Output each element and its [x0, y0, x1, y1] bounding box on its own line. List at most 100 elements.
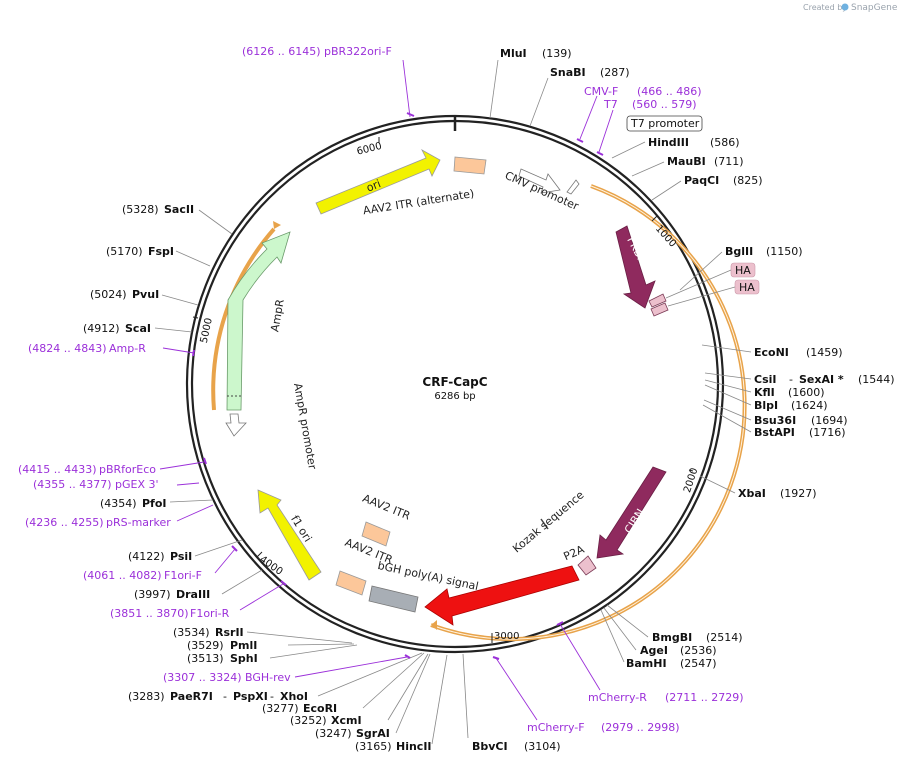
tick-6000: 6000: [356, 141, 383, 158]
site-hincii-pos: (3165): [355, 740, 392, 753]
site-csii-pos: (1544): [858, 373, 895, 386]
snapgene-logo-icon: [841, 3, 849, 11]
primer-prsmarker-range: (4236 .. 4255): [25, 516, 104, 529]
tick-3000: 3000: [494, 631, 519, 642]
leader-maubi: [631, 161, 665, 177]
leader-sphi: [269, 644, 358, 659]
leader-bstapi: [702, 404, 752, 433]
site-bmgbi-name: BmgBI: [652, 631, 692, 644]
leader-xcmi: [387, 653, 429, 721]
primer-leader-f1orif: [214, 548, 236, 574]
primer-t7-name: T7: [603, 98, 618, 111]
site-econi-pos: (1459): [806, 346, 843, 359]
site-maubi-pos: (711): [714, 155, 744, 168]
primer-mcherryf-name: mCherry-F: [527, 721, 585, 734]
site-psii-pos: (4122): [128, 550, 165, 563]
ha-label-1: HA: [735, 264, 751, 277]
leader-fspi: [175, 250, 211, 267]
site-pvui-pos: (5024): [90, 288, 127, 301]
leader-pfoi: [169, 499, 214, 503]
leader-blpi: [704, 384, 752, 406]
site-ecori-name: EcoRI: [303, 702, 337, 715]
site-sphi-pos: (3513): [187, 652, 224, 665]
site-pfoi-name: PfoI: [142, 497, 167, 510]
leader-psii: [194, 539, 243, 557]
leader-bamhi: [600, 609, 625, 663]
site-hindiii-pos: (586): [710, 136, 740, 149]
mcherry-feature: [424, 565, 580, 626]
leader-paer7i: [317, 652, 423, 697]
site-bglii-pos: (1150): [766, 245, 803, 258]
site-bsu36i-name: Bsu36I: [754, 414, 796, 427]
credit-prefix: Created by: [803, 3, 847, 12]
tick-4000-mark: [256, 551, 263, 558]
leader-ecori: [362, 652, 425, 709]
site-maubi-name: MauBI: [667, 155, 706, 168]
site-blpi-name: BlpI: [754, 399, 778, 412]
site-paer7i-name: PaeR7I: [170, 690, 213, 703]
t7-promoter-label: T7 promoter: [630, 117, 700, 130]
ha-tag-1: [648, 293, 667, 308]
leader-kfli: [704, 379, 752, 393]
primer-ampr-name: Amp-R: [109, 342, 146, 355]
f1-ori-feature: [257, 489, 322, 581]
primer-mark-mcherryf: [492, 656, 500, 660]
site-xbai-name: XbaI: [738, 487, 766, 500]
site-draiii-pos: (3997): [134, 588, 171, 601]
primer-mark-cmvf: [576, 138, 584, 143]
primer-mark-bghrev: [404, 654, 411, 659]
primer-leader-bghrev: [294, 656, 408, 678]
aav2-itr-alt-label: AAV2 ITR (alternate): [362, 187, 475, 217]
site-xcmi-pos: (3252): [290, 714, 327, 727]
primer-leader-pgex3: [176, 482, 200, 486]
ha-tag-2: [650, 302, 669, 317]
tick-labels: 1000 2000 3000 4000 5000 6000: [192, 137, 700, 643]
site-bglii-name: BglII: [725, 245, 753, 258]
aav2-itr-feature-2: [335, 570, 367, 596]
primer-pbrforeco-name: pBRforEco: [99, 463, 156, 476]
t7-promoter-callout: T7 promoter: [626, 115, 703, 132]
ampr-promoter-label: AmpR promoter: [291, 382, 319, 471]
plasmid-name: CRF-CapC: [422, 375, 487, 389]
primer-prsmarker-name: pRS-marker: [106, 516, 171, 529]
plasmid-size: 6286 bp: [434, 391, 475, 402]
primer-bghrev-range: (3307 .. 3324): [163, 671, 242, 684]
ha-leader-2: [667, 286, 736, 307]
site-psii-name: PsiI: [170, 550, 192, 563]
site-csii-name: CsiI: [754, 373, 776, 386]
bgh-feature: [368, 585, 419, 613]
ampr-feature: [226, 231, 291, 411]
orf-arc-main-arrowhead: [431, 620, 437, 630]
primer-cmvf-name: CMV-F: [584, 85, 618, 98]
kozak-mark: [540, 518, 549, 530]
primer-pgex3-range: (4355 .. 4377): [33, 478, 112, 491]
primer-pgex3-name: pGEX 3': [115, 478, 159, 491]
site-paer7i-pos: (3283): [128, 690, 165, 703]
site-scai-name: ScaI: [125, 322, 151, 335]
site-rsrii-pos: (3534): [173, 626, 210, 639]
tick-1000-mark: [651, 215, 658, 222]
ori-feature: [315, 149, 441, 215]
site-bsu36i-pos: (1694): [811, 414, 848, 427]
primer-pbr322-name: pBR322ori-F: [324, 45, 392, 58]
primer-f1orir-name: F1ori-R: [190, 607, 230, 620]
primer-leader-prsmarker: [176, 504, 214, 522]
site-pmli-pos: (3529): [187, 639, 224, 652]
leader-agei: [603, 607, 637, 651]
primer-leader-mcherryf: [495, 657, 538, 721]
primer-mark-f1orir: [280, 580, 287, 586]
site-kfli-pos: (1600): [788, 386, 825, 399]
site-bbvci-pos: (3104): [524, 740, 561, 753]
leader-scai: [154, 327, 193, 333]
site-labels: MluI (139) SnaBI (287) HindIII (586) Mau…: [83, 47, 895, 753]
ampr-promoter-feature: [225, 413, 247, 437]
primer-leader-f1orir: [239, 583, 284, 611]
primer-labels: (6126 .. 6145) pBR322ori-F CMV-F (466 ..…: [18, 45, 744, 734]
primer-mark-ampr: [192, 349, 195, 357]
site-fspi-name: FspI: [148, 245, 174, 258]
primer-leader-pbrforeco: [159, 461, 205, 470]
site-draiii-name: DraIII: [176, 588, 210, 601]
site-xbai-pos: (1927): [780, 487, 817, 500]
site-sacii-name: SacII: [164, 203, 194, 216]
